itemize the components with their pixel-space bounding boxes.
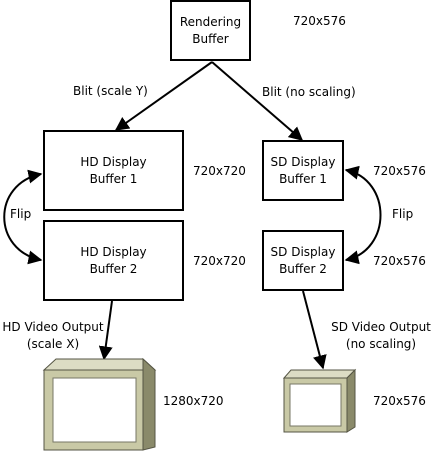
sd-video-output-arrow xyxy=(302,290,327,370)
sd-buffer-1-label-line2: Buffer 1 xyxy=(279,172,327,186)
hd-buffer-2-label-line1: HD Display xyxy=(80,245,146,259)
hd-buffer-1-resolution: 720x720 xyxy=(193,164,246,178)
rendering-buffer-label-line1: Rendering xyxy=(180,15,241,29)
sd-buffer-2-label-line2: Buffer 2 xyxy=(279,262,327,276)
flip-sd-arrow xyxy=(344,165,382,265)
hd-buffer-2-label-line2: Buffer 2 xyxy=(90,262,138,276)
hd-monitor-resolution: 1280x720 xyxy=(163,394,224,408)
rendering-buffer-node: Rendering Buffer xyxy=(170,0,251,61)
blit-hd-arrow xyxy=(114,61,213,131)
rendering-buffer-resolution: 720x576 xyxy=(293,14,346,28)
sd-buffer-1-resolution: 720x576 xyxy=(373,164,426,178)
sd-buffer-2-resolution: 720x576 xyxy=(373,254,426,268)
sd-monitor-resolution: 720x576 xyxy=(373,394,426,408)
hd-display-buffer-2-node: HD Display Buffer 2 xyxy=(43,220,184,301)
blit-hd-label: Blit (scale Y) xyxy=(73,84,148,98)
hd-buffer-2-resolution: 720x720 xyxy=(193,254,246,268)
hd-monitor-icon xyxy=(42,357,157,451)
hd-video-output-label-line1: HD Video Output xyxy=(2,320,103,334)
sd-video-output-label-line2: (no scaling) xyxy=(346,337,416,351)
sd-display-buffer-2-node: SD Display Buffer 2 xyxy=(262,230,344,291)
flip-hd-arrow xyxy=(3,169,43,265)
flip-hd-label: Flip xyxy=(10,207,31,221)
sd-monitor-icon xyxy=(282,368,357,433)
sd-video-output-label-line1: SD Video Output xyxy=(331,320,431,334)
rendering-buffer-label-line2: Buffer xyxy=(192,32,228,46)
blit-sd-arrow xyxy=(211,61,304,141)
hd-buffer-1-label-line1: HD Display xyxy=(80,155,146,169)
sd-buffer-1-label-line1: SD Display xyxy=(271,155,336,169)
hd-display-buffer-1-node: HD Display Buffer 1 xyxy=(43,130,184,211)
hd-buffer-1-label-line2: Buffer 1 xyxy=(90,172,138,186)
hd-video-output-label-line2: (scale X) xyxy=(27,337,79,351)
flip-sd-label: Flip xyxy=(392,207,413,221)
hd-video-output-arrow xyxy=(98,300,113,361)
blit-sd-label: Blit (no scaling) xyxy=(262,85,356,99)
sd-display-buffer-1-node: SD Display Buffer 1 xyxy=(262,140,344,201)
sd-buffer-2-label-line1: SD Display xyxy=(271,245,336,259)
